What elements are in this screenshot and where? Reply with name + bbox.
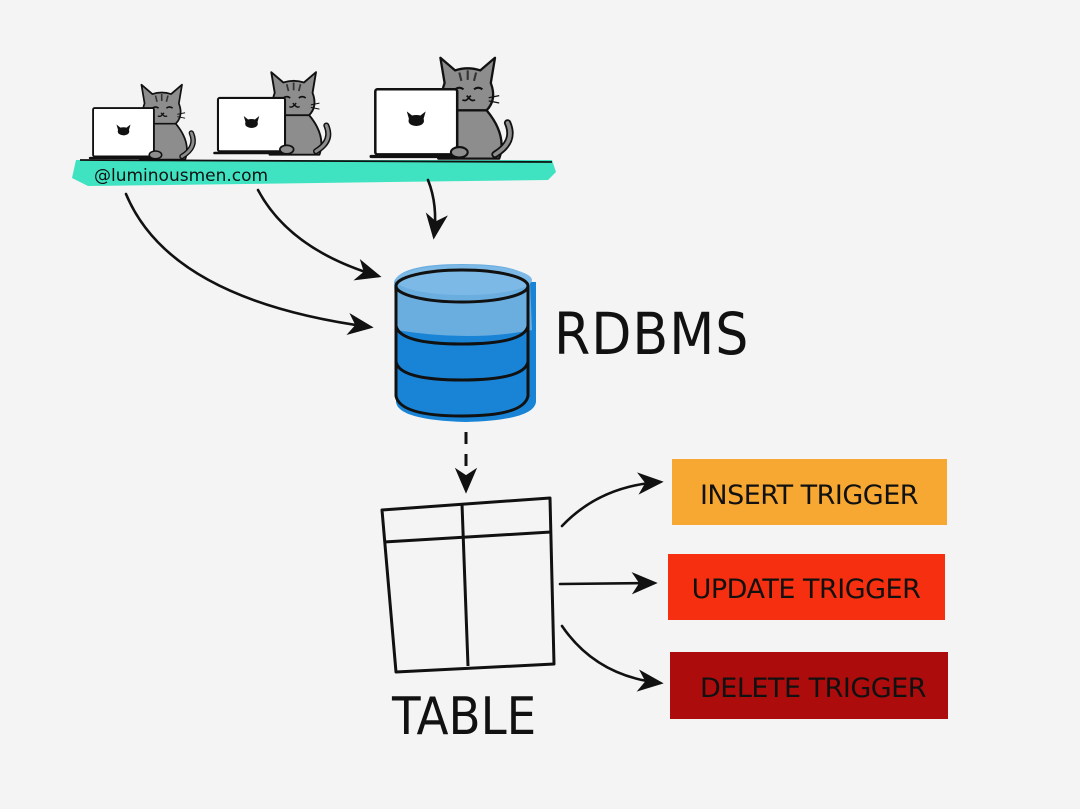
developers-group: @luminousmen.com	[72, 58, 556, 186]
cat-developer-icon	[90, 85, 193, 160]
trigger-update-box	[668, 554, 945, 620]
trigger-update-label: UPDATE TRIGGER	[692, 574, 921, 605]
credit-text: @luminousmen.com	[94, 166, 268, 186]
desk-strip	[72, 160, 556, 186]
arrow-to-delete-trigger	[560, 624, 664, 692]
trigger-insert-label: INSERT TRIGGER	[700, 480, 918, 511]
trigger-update: UPDATE TRIGGER	[668, 554, 945, 620]
arrow-to-insert-trigger	[560, 472, 664, 528]
database-cylinder-icon	[394, 264, 536, 422]
arrow-client-3	[425, 178, 448, 240]
arrow-client-1	[124, 192, 374, 336]
trigger-insert: INSERT TRIGGER	[672, 459, 947, 525]
table-label: TABLE	[391, 687, 536, 747]
arrow-client-2	[256, 188, 382, 281]
trigger-delete-box	[670, 652, 948, 719]
trigger-delete: DELETE TRIGGER	[670, 652, 948, 719]
table-grid-icon	[380, 496, 556, 674]
cat-developer-icon	[215, 72, 329, 155]
cat-developer-icon	[371, 58, 510, 159]
database-label: RDBMS	[554, 300, 749, 368]
client-arrows	[124, 178, 448, 336]
trigger-arrows	[558, 472, 664, 692]
arrow-to-update-trigger	[558, 572, 658, 595]
trigger-insert-box	[672, 459, 947, 525]
trigger-delete-label: DELETE TRIGGER	[700, 673, 926, 704]
